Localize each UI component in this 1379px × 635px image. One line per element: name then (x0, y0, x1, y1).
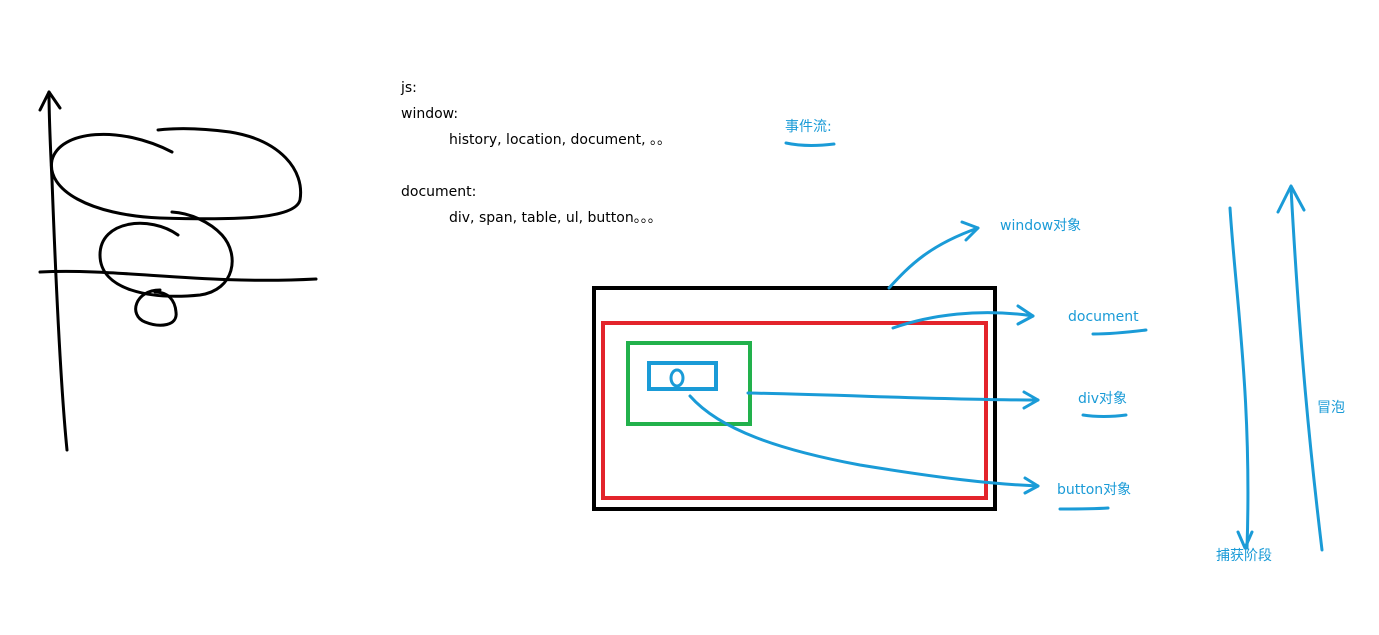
label-div-object: div对象 (1078, 391, 1128, 407)
capture-arrow-head (1236, 530, 1254, 550)
capture-arrow (1228, 206, 1250, 550)
button-glyph (669, 368, 685, 388)
label-window-object: window对象 (1000, 218, 1082, 234)
underline-button (1058, 506, 1110, 511)
arrow-to-div (746, 391, 1040, 402)
freehand-sketch (38, 90, 318, 452)
document-box (601, 321, 988, 500)
arrow-to-button (688, 394, 1040, 488)
arrow-to-document (891, 311, 1035, 330)
arrow-to-window (887, 226, 980, 290)
button-box (647, 361, 718, 391)
arrow-to-document-head (1016, 304, 1035, 326)
label-event-flow: 事件流: (785, 119, 832, 135)
note-js: js: (401, 80, 417, 96)
underline-div (1081, 413, 1128, 418)
label-capture-phase: 捕获阶段 (1216, 548, 1272, 564)
sketch-horizontal-line (38, 269, 318, 282)
note-window: window: (401, 106, 459, 122)
sketch-large-loop (49, 127, 303, 221)
underline-event-flow (784, 141, 836, 147)
label-bubble: 冒泡 (1317, 400, 1345, 416)
note-document-members: div, span, table, ul, button。。。 (449, 210, 662, 226)
sketch-small-loop (134, 288, 178, 327)
sketch-vertical-axis (47, 90, 69, 452)
bubble-arrow-head (1276, 184, 1306, 214)
arrow-to-button-head (1023, 476, 1040, 495)
underline-document (1091, 328, 1148, 336)
sketch-medium-loop (98, 210, 234, 298)
label-document-object: document (1068, 309, 1139, 325)
sketch-axis-arrowhead (38, 90, 62, 112)
note-document: document: (401, 184, 477, 200)
arrow-to-window-head (960, 220, 980, 242)
label-button-object: button对象 (1057, 482, 1132, 498)
note-window-members: history, location, document, 。。 (449, 132, 672, 148)
div-box (626, 341, 752, 426)
bubble-arrow (1289, 186, 1324, 552)
arrow-to-div-head (1022, 390, 1040, 410)
